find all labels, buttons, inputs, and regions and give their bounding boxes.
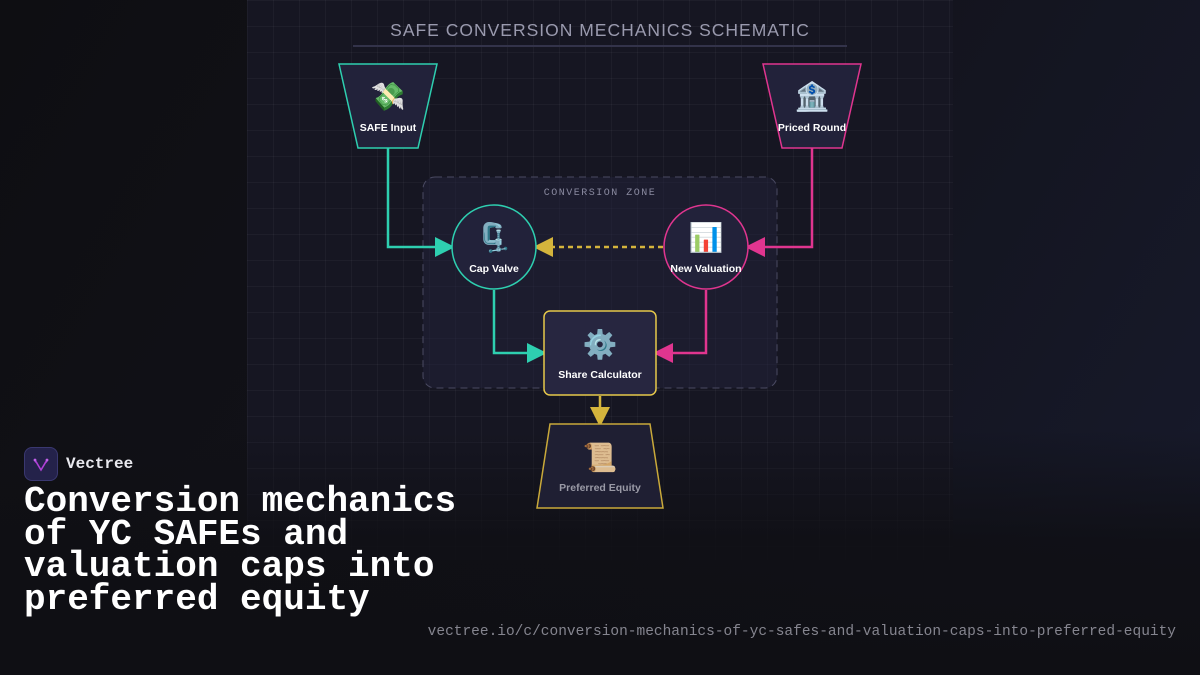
vectree-logo [24, 447, 58, 481]
clamp-icon: 🗜️ [477, 221, 512, 254]
bar-chart-icon: 📊 [689, 221, 724, 254]
node-label: Preferred Equity [559, 482, 641, 494]
brand-name: Vectree [66, 455, 134, 473]
vectree-logo-icon [33, 458, 49, 472]
edge-valuation-to-calculator [653, 290, 708, 363]
node-label: Priced Round [778, 122, 846, 134]
money-with-wings-icon: 💸 [371, 81, 406, 112]
diagram-title: SAFE CONVERSION MECHANICS SCHEMATIC [390, 20, 810, 40]
node-label: Cap Valve [469, 263, 519, 275]
edge-priced-to-valuation [745, 148, 814, 257]
bank-icon: 🏦 [795, 80, 830, 113]
edge-safe-to-cap [386, 148, 455, 257]
node-priced-round[interactable]: 🏦 Priced Round [762, 63, 862, 149]
node-label: New Valuation [670, 263, 741, 275]
headline: Conversion mechanics of YC SAFEs and val… [24, 481, 457, 620]
node-cap-valve[interactable]: 🗜️ Cap Valve [451, 204, 537, 290]
scroll-icon: 📜 [583, 442, 618, 473]
node-preferred-equity[interactable]: 📜 Preferred Equity [536, 423, 664, 509]
zone-label: CONVERSION ZONE [544, 188, 657, 199]
edge-cap-to-calculator [492, 290, 547, 363]
node-label: SAFE Input [360, 122, 417, 134]
page-url[interactable]: vectree.io/c/conversion-mechanics-of-yc-… [427, 624, 1176, 640]
gear-icon: ⚙️ [583, 328, 618, 361]
brand: Vectree [24, 447, 133, 481]
node-share-calculator[interactable]: ⚙️ Share Calculator [543, 310, 657, 396]
node-safe-input[interactable]: 💸 SAFE Input [338, 63, 438, 149]
node-label: Share Calculator [558, 369, 641, 381]
node-new-valuation[interactable]: 📊 New Valuation [663, 204, 749, 290]
